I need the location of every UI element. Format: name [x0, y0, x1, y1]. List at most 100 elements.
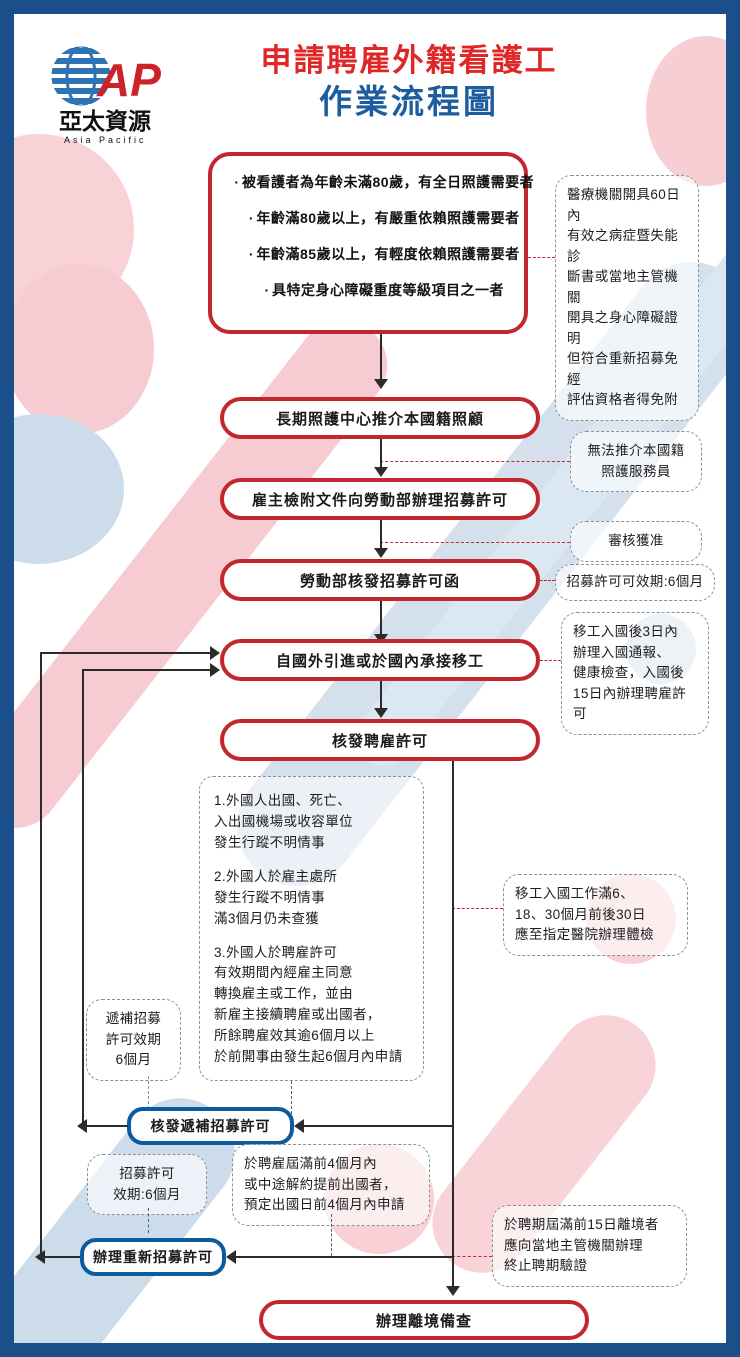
note-line: 移工入國工作滿6、 — [515, 886, 635, 901]
note-line: 移工入國後3日內 — [573, 624, 679, 639]
note-line: 於聘期屆滿前15日離境者 — [504, 1217, 659, 1232]
connector-trunk-to-departure — [452, 1126, 454, 1290]
node-label: 辦理重新招募許可 — [93, 1249, 213, 1265]
note-health-check: 移工入國工作滿6、 18、30個月前後30日 應至指定醫院辦理體檢 — [503, 874, 688, 956]
node-introduce-or-transfer-worker[interactable]: 自國外引進或於國內承接移工 — [220, 639, 540, 681]
node-label: 辦理離境備查 — [375, 1312, 472, 1330]
note-line: 6個月 — [115, 1052, 152, 1068]
svg-text:Asia Pacific: Asia Pacific — [64, 135, 147, 145]
dashed-link-approved — [380, 542, 570, 543]
note-line: 有效之病症暨失能診 — [567, 228, 679, 264]
note-replacement-conditions: 1.外國人出國、死亡、 入出國機場或收容單位 發生行蹤不明情事 2.外國人於雇主… — [199, 776, 424, 1082]
note-line: 評估資格者得免附 — [567, 392, 679, 408]
note-line: 招募許可 — [119, 1166, 175, 1181]
node-issue-supplement-permit[interactable]: 核發遞補招募許可 — [127, 1107, 294, 1145]
connector-rerecruit-out-left — [40, 1256, 80, 1258]
connector-letter-to-introduce — [380, 601, 382, 641]
note-supplement-validity: 遞補招募 許可效期 6個月 — [86, 999, 181, 1081]
connector-criteria-to-referral — [380, 334, 382, 382]
note-permit-validity: 招募許可可效期:6個月 — [555, 564, 715, 601]
node-label: 雇主檢附文件向勞動部辦理招募許可 — [251, 491, 508, 509]
criteria-item: ·年齡滿85歲以上，有輕度依賴照護需要者 — [248, 245, 520, 262]
note-line: 終止聘期驗證 — [504, 1258, 588, 1274]
note-line: 15日內辦理聘雇許可 — [573, 685, 687, 722]
note-line: 預定出國日前4個月內申請 — [244, 1197, 405, 1213]
node-label: 長期照護中心推介本國籍照顧 — [275, 410, 484, 428]
note-line: 或中途解約提前出國者， — [244, 1176, 397, 1192]
criteria-item: ·被看護者為年齡未滿80歲，有全日照護需要者 — [234, 174, 535, 190]
node-employer-apply-permit[interactable]: 雇主檢附文件向勞動部辦理招募許可 — [220, 478, 540, 520]
note-line: 但符合重新招募免經 — [567, 351, 679, 387]
arrow-down — [374, 708, 388, 718]
note-review-approved: 審核獲准 — [570, 521, 702, 562]
dashed-link-termination — [452, 1256, 492, 1257]
condition-item: 1.外國人出國、死亡、 入出國機場或收容單位 發生行蹤不明情事 — [214, 793, 353, 850]
arrow-down — [374, 467, 388, 477]
note-termination-verification: 於聘期屆滿前15日離境者 應向當地主管機關辦理 終止聘期驗證 — [492, 1205, 687, 1287]
connector-trunk-to-rerecruit — [232, 1256, 453, 1258]
note-line: 醫療機關開具60日內 — [567, 187, 681, 223]
note-entry-procedures: 移工入國後3日內 辦理入國通報、 健康檢查，入國後 15日內辦理聘雇許可 — [561, 612, 709, 735]
svg-text:AP: AP — [96, 54, 161, 106]
node-issue-employment-permit[interactable]: 核發聘雇許可 — [220, 719, 540, 761]
node-eligibility-criteria[interactable]: ·被看護者為年齡未滿80歲，有全日照護需要者 ·年齡滿80歲以上，有嚴重依賴照護… — [208, 152, 534, 334]
arrow-down — [374, 548, 388, 558]
node-label: 自國外引進或於國內承接移工 — [275, 652, 484, 670]
connector-supplement-to-introduce — [82, 669, 214, 671]
title-line-1: 申請聘雇外籍看護工 — [260, 43, 558, 78]
note-line: 健康檢查，入國後 — [573, 665, 685, 681]
decor-blob-pink-topright — [646, 36, 726, 186]
decor-blob-pink-left — [14, 134, 134, 324]
dashed-link-validity — [540, 580, 555, 581]
arrow-left — [294, 1119, 304, 1133]
connector-supplement-out-left — [82, 1125, 128, 1127]
note-line: 審核獲准 — [608, 533, 664, 548]
arrow-down — [446, 1286, 460, 1296]
dashed-link-no-local — [380, 461, 570, 462]
page-title: 申請聘雇外籍看護工 作業流程圖 — [209, 42, 609, 122]
dashed-link-entry — [540, 660, 561, 661]
connector-referral-to-apply — [380, 439, 382, 474]
note-no-local-caregiver: 無法推介本國籍 照護服務員 — [570, 431, 702, 493]
arrow-left — [35, 1250, 45, 1264]
decor-blob-blue-left — [14, 414, 124, 564]
node-departure-filing[interactable]: 辦理離境備查 — [259, 1300, 589, 1340]
connector-apply-to-letter — [380, 520, 382, 555]
dashed-link-supplement-down — [148, 1076, 149, 1119]
svg-text:亞太資源: 亞太資源 — [59, 108, 151, 135]
poster-canvas: AP 亞太資源 Asia Pacific 申請聘雇外籍看護工 作業流程圖 ·被看… — [14, 14, 726, 1343]
connector-rerecruit-left-riser — [40, 652, 42, 1257]
note-medical-certificate: 醫療機關開具60日內 有效之病症暨失能診 斷書或當地主管機關 開具之身心障礙證明… — [555, 175, 699, 421]
arrow-right — [210, 663, 220, 677]
dashed-link-health-check — [452, 908, 503, 909]
condition-item: 3.外國人於聘雇許可 有效期間內經雇主同意 轉換雇主或工作，並由 新雇主接續聘雇… — [214, 944, 403, 1065]
dashed-link-preexpiry-down — [331, 1214, 332, 1256]
note-line: 於聘雇屆滿前4個月內 — [244, 1156, 378, 1171]
connector-introduce-to-employ — [380, 681, 382, 713]
criteria-item: ·年齡滿80歲以上，有嚴重依賴照護需要者 — [248, 209, 520, 226]
arrow-left — [226, 1250, 236, 1264]
node-ministry-issue-permit-letter[interactable]: 勞動部核發招募許可函 — [220, 559, 540, 601]
connector-trunk-to-supplement — [300, 1125, 453, 1127]
connector-supplement-left-riser — [82, 669, 84, 1126]
note-line: 開具之身心障礙證明 — [567, 310, 679, 346]
note-line: 招募許可可效期:6個月 — [566, 574, 704, 589]
note-recruit-validity: 招募許可 效期:6個月 — [87, 1154, 207, 1216]
dashed-link-conditions-down — [291, 1081, 292, 1119]
node-long-term-care-referral[interactable]: 長期照護中心推介本國籍照顧 — [220, 397, 540, 439]
brand-logo: AP 亞太資源 Asia Pacific — [39, 36, 189, 151]
node-label: 核發聘雇許可 — [331, 732, 428, 750]
dashed-link-recruit-validity-down — [148, 1208, 149, 1233]
criteria-item: ·具特定身心障礙重度等級項目之一者 — [264, 281, 505, 298]
arrow-right — [210, 646, 220, 660]
connector-employ-trunk — [452, 761, 454, 1126]
connector-rerecruit-to-introduce — [40, 652, 214, 654]
dashed-link-medical — [528, 257, 555, 258]
note-line: 許可效期 — [105, 1031, 162, 1047]
note-line: 無法推介本國籍 — [587, 443, 685, 458]
note-line: 應至指定醫院辦理體檢 — [515, 927, 654, 943]
node-rerecruit-permit[interactable]: 辦理重新招募許可 — [80, 1238, 226, 1276]
condition-item: 2.外國人於雇主處所 發生行蹤不明情事 滿3個月仍未查獲 — [214, 868, 338, 926]
decor-blob-pink-left-2 — [14, 264, 154, 434]
note-line: 辦理入國通報、 — [573, 644, 671, 660]
